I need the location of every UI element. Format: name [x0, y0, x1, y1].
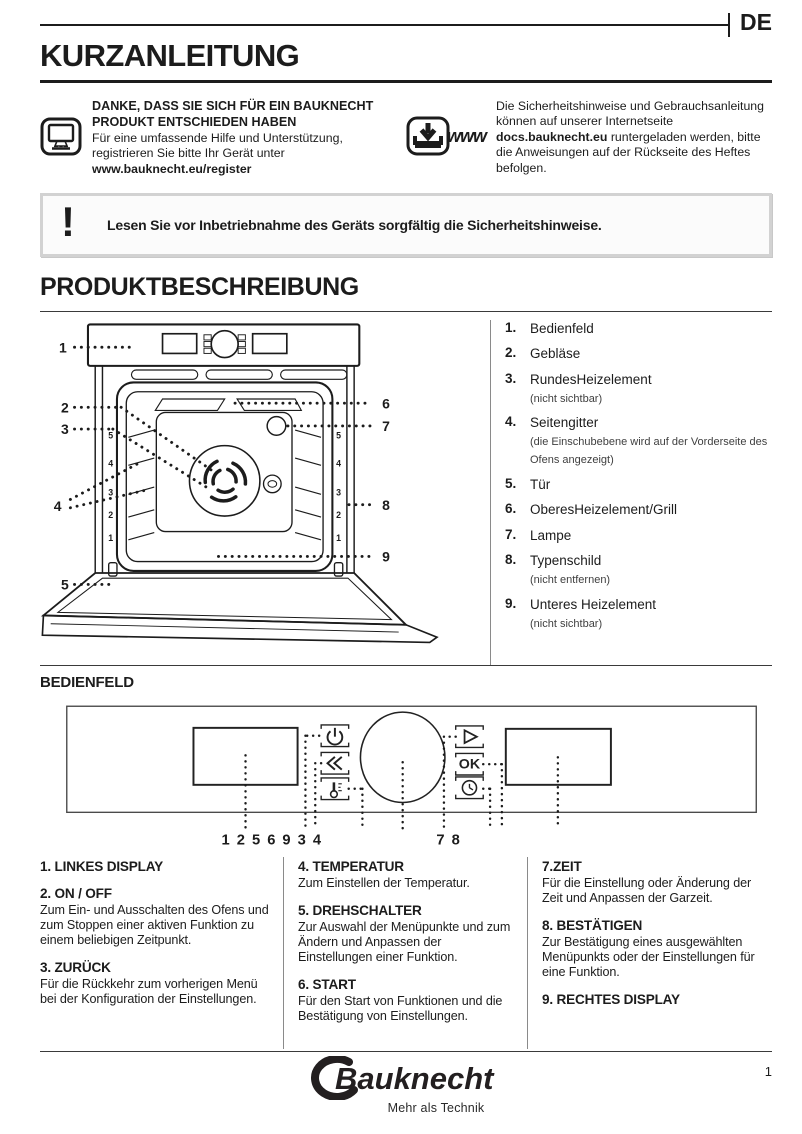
- docs-note: www Die Sicherheitshinweise und Gebrauch…: [406, 99, 772, 177]
- bedienfeld-heading: BEDIENFELD: [40, 673, 134, 691]
- intro-notes: DANKE, DASS SIE SICH FÜR EIN BAUKNECHT P…: [40, 99, 772, 177]
- list-item: 8.Typenschild(nicht entfernen): [505, 552, 611, 587]
- svg-text:3: 3: [336, 487, 341, 497]
- register-link: www.bauknecht.eu/register: [92, 161, 252, 176]
- header-tick: [728, 13, 731, 37]
- oven-diagram: 1 2 3 4 5 6 7 8 9 5 4 3 2 1 5: [40, 323, 439, 644]
- product-section-heading: PRODUKTBESCHREIBUNG: [40, 272, 359, 301]
- diagram-label-6: 6: [382, 395, 390, 411]
- page-title: KURZANLEITUNG: [40, 38, 300, 73]
- control-entry: 1. LINKES DISPLAY: [40, 858, 164, 874]
- diagram-label-5: 5: [61, 576, 69, 592]
- diagram-label-2: 2: [61, 399, 69, 415]
- temperature-icon: [320, 777, 350, 801]
- list-item: 2.Gebläse: [505, 345, 581, 362]
- register-heading: DANKE, DASS SIE SICH FÜR EIN BAUKNECHT P…: [92, 99, 374, 129]
- logo-swoosh: [311, 1054, 358, 1101]
- register-note: DANKE, DASS SIE SICH FÜR EIN BAUKNECHT P…: [40, 99, 392, 177]
- divider: [40, 664, 772, 666]
- start-icon: [455, 725, 484, 749]
- docs-body-after: runtergeladen werden, bitte die Anweisun…: [496, 129, 761, 175]
- lang-badge: DE: [740, 9, 772, 35]
- diagram-label-9: 9: [382, 548, 390, 564]
- list-item: 3.RundesHeizelement(nicht sichtbar): [505, 370, 652, 405]
- divider: [40, 310, 772, 312]
- svg-text:5: 5: [336, 430, 341, 440]
- panel-numbers-left: 1 2 5 6 9 3 4: [222, 833, 323, 849]
- header-rule: [40, 24, 729, 26]
- www-label: www: [447, 125, 487, 146]
- svg-text:2: 2: [108, 510, 113, 520]
- knob-shape: [359, 711, 446, 804]
- power-icon: [320, 724, 350, 748]
- panel-leader-lines: [244, 734, 560, 831]
- list-item: 4.Seitengitter(die Einschubebene wird au…: [505, 414, 768, 467]
- list-item: 5.Tür: [505, 475, 551, 492]
- product-part-list: 1.Bedienfeld 2.Gebläse 3.RundesHeizeleme…: [490, 319, 772, 665]
- product-description: 1 2 3 4 5 6 7 8 9 5 4 3 2 1 5: [40, 312, 772, 665]
- control-panel-diagram: OK 1 2 5 6 9 3 4 7 8: [66, 705, 757, 849]
- bauknecht-logo: Bauknecht Mehr als Technik: [286, 1054, 526, 1115]
- logo-text: Bauknecht: [335, 1061, 495, 1096]
- list-item: 1.Bedienfeld: [505, 319, 594, 336]
- diagram-label-4: 4: [54, 498, 62, 514]
- logo-tagline: Mehr als Technik: [387, 1100, 485, 1115]
- list-item: 9.Unteres Heizelement(nicht sichtbar): [505, 595, 657, 630]
- panel-numbers-right: 7 8: [436, 833, 461, 849]
- register-note-text: DANKE, DASS SIE SICH FÜR EIN BAUKNECHT P…: [92, 99, 392, 177]
- footer: Bauknecht Mehr als Technik 1: [40, 1050, 772, 1115]
- warning-text: Lesen Sie vor Inbetriebnahme des Geräts …: [107, 217, 602, 234]
- fan-shape: [188, 444, 261, 517]
- svg-text:5: 5: [108, 430, 113, 440]
- list-item: 7.Lampe: [505, 526, 572, 543]
- svg-text:2: 2: [336, 510, 341, 520]
- divider: [40, 80, 772, 83]
- shelf-level-numbers: 5 4 3 2 1 5 4 3 2 1: [108, 430, 341, 543]
- lamp-shape: [266, 415, 287, 436]
- clock-icon: [455, 776, 484, 800]
- computer-icon: [40, 117, 82, 156]
- oven-diagram-wrap: 1 2 3 4 5 6 7 8 9 5 4 3 2 1 5: [40, 312, 486, 665]
- svg-text:4: 4: [108, 458, 113, 468]
- diagram-label-8: 8: [382, 497, 390, 513]
- download-www-badge: www: [406, 113, 487, 159]
- svg-text:3: 3: [108, 487, 113, 497]
- right-display-shape: [504, 727, 612, 786]
- header: DE: [40, 6, 772, 37]
- ok-label: OK: [459, 756, 481, 772]
- diagram-label-1: 1: [59, 339, 67, 355]
- svg-text:4: 4: [336, 458, 341, 468]
- svg-text:1: 1: [108, 533, 113, 543]
- download-icon: [406, 116, 450, 156]
- register-body: Für eine umfassende Hilfe und Unterstütz…: [92, 130, 343, 161]
- docs-link: docs.bauknecht.eu: [496, 129, 608, 144]
- ok-button-shape: [455, 752, 484, 776]
- diagram-label-7: 7: [382, 418, 390, 434]
- page-number: 1: [764, 1063, 772, 1079]
- warning-box: ! Lesen Sie vor Inbetriebnahme des Gerät…: [40, 193, 772, 257]
- back-icon: [320, 751, 350, 775]
- docs-note-text: Die Sicherheitshinweise und Gebrauchsanl…: [496, 99, 772, 177]
- leader-lines: [68, 345, 374, 586]
- svg-text:1: 1: [336, 533, 341, 543]
- docs-body-before: Die Sicherheitshinweise und Gebrauchsanl…: [496, 99, 764, 129]
- exclamation-icon: !: [61, 198, 75, 246]
- control-entry: 9. RECHTES DISPLAY: [542, 992, 680, 1008]
- diagram-label-3: 3: [61, 421, 69, 437]
- list-item: 6.OberesHeizelement/Grill: [505, 501, 678, 518]
